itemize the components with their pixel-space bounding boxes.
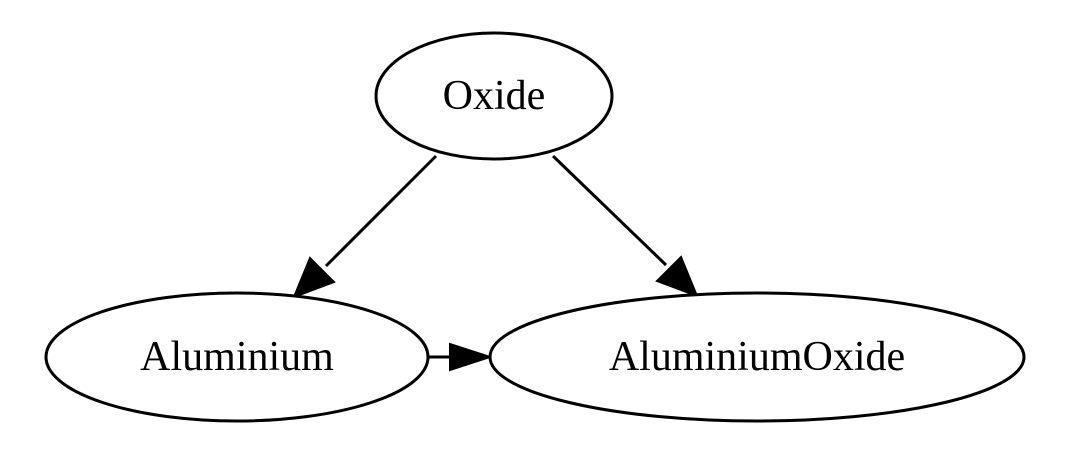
node-oxide[interactable]: Oxide [374, 31, 614, 161]
node-aluminium-ellipse [44, 291, 430, 423]
node-oxide-label: Oxide [443, 73, 546, 119]
node-aluminiumoxide-label: AluminiumOxide [609, 334, 905, 380]
node-oxide-ellipse [374, 31, 614, 161]
node-aluminium[interactable]: Aluminium [44, 291, 430, 423]
node-aluminiumoxide[interactable]: AluminiumOxide [488, 291, 1026, 423]
edge-oxide-to-aluminium [292, 154, 438, 299]
arrowhead [292, 256, 336, 299]
node-aluminium-label: Aluminium [140, 334, 334, 380]
edge-aluminium-to-aluminiumoxide [427, 342, 494, 372]
arrowhead [449, 342, 494, 372]
node-aluminiumoxide-ellipse [488, 291, 1026, 423]
arrowhead [655, 255, 699, 298]
edge-oxide-to-aluminiumoxide [551, 154, 699, 298]
